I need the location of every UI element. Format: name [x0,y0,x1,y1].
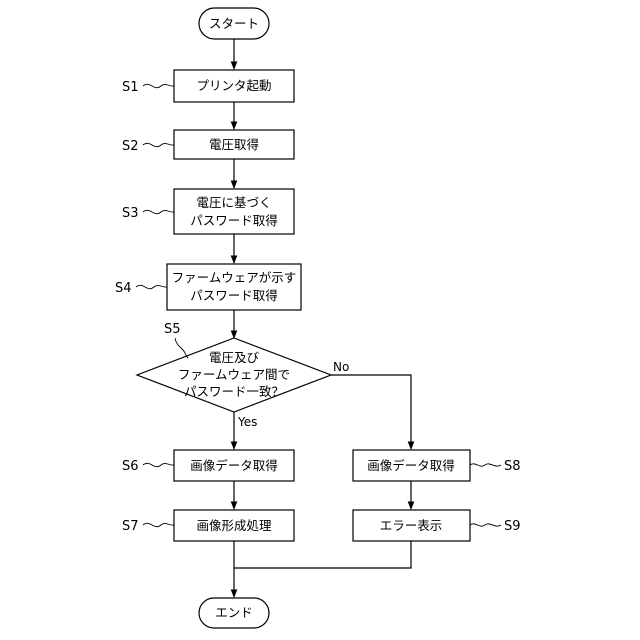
edge-s5-s8 [331,375,411,449]
s2-label: 電圧取得 [209,137,259,152]
s9-leader [470,524,501,526]
s8-leader [470,464,501,466]
step-s8: 画像データ取得 S8 [353,450,521,481]
step-s9: エラー表示 S9 [353,510,521,541]
edge-s9-merge [234,541,411,568]
s7-step-label: S7 [122,519,139,534]
step-s6: 画像データ取得 S6 [122,450,294,481]
step-s3: 電圧に基づく パスワード取得 S3 [122,189,294,234]
s6-step-label: S6 [122,459,139,474]
s9-label: エラー表示 [380,518,443,533]
s1-leader [143,84,174,87]
start-label: スタート [209,16,259,31]
s3-step-label: S3 [122,206,139,221]
s5-leader [175,338,188,358]
s8-label: 画像データ取得 [367,458,455,473]
branch-no-label: No [333,360,349,374]
s2-leader [143,143,174,146]
s9-step-label: S9 [504,519,521,534]
s5-step-label: S5 [164,322,181,337]
s3-label-line1: 電圧に基づく [196,195,271,210]
s6-leader [143,463,174,466]
s3-label-line2: パスワード取得 [190,213,278,228]
s4-step-label: S4 [115,281,132,296]
s4-label-line2: パスワード取得 [190,288,278,303]
s1-label: プリンタ起動 [196,78,271,93]
s3-leader [143,210,174,213]
s2-step-label: S2 [122,139,139,154]
s5-label-line3: パスワード一致？ [184,384,284,399]
s4-leader [136,285,167,288]
end-terminal: エンド [199,598,269,628]
s5-label-line2: ファームウェア間で [178,367,290,382]
s7-leader [143,523,174,526]
s1-step-label: S1 [122,80,139,95]
s5-label-line1: 電圧及び [209,350,260,365]
step-s4: ファームウェアが示す パスワード取得 S4 [115,264,301,310]
step-s1: プリンタ起動 S1 [122,70,294,102]
step-s7: 画像形成処理 S7 [122,510,294,541]
start-terminal: スタート [199,8,269,39]
s7-label: 画像形成処理 [196,518,272,533]
branch-yes-label: Yes [237,415,257,429]
s4-label-line1: ファームウェアが示す [172,270,297,285]
step-s2: 電圧取得 S2 [122,130,294,159]
s6-label: 画像データ取得 [190,458,278,473]
s8-step-label: S8 [504,459,521,474]
end-label: エンド [215,605,253,620]
